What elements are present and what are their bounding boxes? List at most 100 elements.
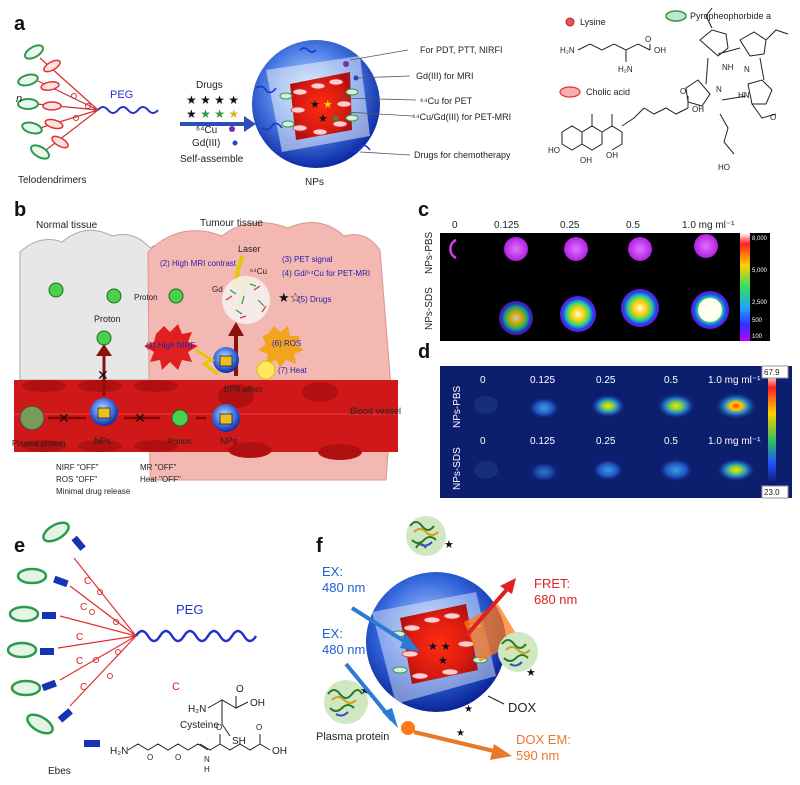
- e-cys-o: O: [236, 684, 244, 695]
- d-sds-2: [592, 459, 624, 481]
- c-scale-min: 100: [752, 334, 763, 340]
- peg-label: PEG: [110, 89, 133, 101]
- ebes-label: Ebes: [48, 766, 71, 777]
- lysine-oh: OH: [654, 46, 666, 55]
- item-pet: (3) PET signal: [282, 255, 333, 264]
- cu64-label: ⁶⁴Cu: [196, 125, 217, 136]
- panel-d: d 0 0.125 0.25 0.5 1.0 mg ml⁻¹ 0 0.125 0…: [418, 341, 792, 498]
- f-dox-em: DOX EM:: [516, 732, 571, 747]
- gd-label-b: Gd: [212, 285, 223, 294]
- d-conc-1: 0.125: [530, 375, 555, 386]
- f-fret: FRET:: [534, 576, 570, 591]
- lysine-nh2: H₂N: [618, 65, 633, 74]
- panel-f: f ★ ★ ★ ★ ★: [316, 516, 577, 763]
- item-pet-mri: (4) Gd/⁶⁴Cu for PET-MRI: [282, 269, 370, 278]
- d-sds-3: [658, 458, 694, 482]
- e-ebes-h2n: H₂N: [110, 746, 128, 757]
- c-conc-3: 0.5: [626, 220, 640, 231]
- tumour-tissue-label: Tumour tissue: [200, 218, 263, 229]
- panel-d-label: d: [418, 341, 430, 363]
- ebes-o4: O: [256, 723, 262, 732]
- callout-chemo: Drugs for chemotherapy: [414, 150, 511, 160]
- panel-c: c 0 0.125 0.25 0.5 1.0 mg ml⁻¹ NPs-PBS N…: [418, 199, 770, 341]
- drugs-label: Drugs: [196, 80, 223, 91]
- status-heat: Heat "OFF": [140, 475, 181, 484]
- heat-icon: [257, 361, 275, 379]
- drug-star-icons: ★ ★ ★ ★: [186, 93, 239, 107]
- f-dox: DOX: [508, 700, 537, 715]
- f-ex1: EX:: [322, 564, 343, 579]
- callout-pdt: For PDT, PTT, NIRFI: [420, 45, 503, 55]
- e-cys-sh: SH: [232, 736, 246, 747]
- epr-label: EPR affect: [224, 385, 263, 394]
- cholic-oh2: OH: [606, 151, 618, 160]
- d-sds-0: [474, 461, 498, 479]
- e-c-3: C: [76, 632, 83, 643]
- cu64-label-b: ⁶⁴Cu: [250, 267, 267, 276]
- cholic-icon: [560, 87, 580, 97]
- ebes-structure: [128, 734, 270, 750]
- d-sds-1: [529, 462, 559, 482]
- proton-icon-2: [107, 289, 121, 303]
- c-conc-1: 0.125: [494, 220, 519, 231]
- ppa-n2: N: [716, 85, 722, 94]
- item-mri: (2) High MRI contrast: [160, 259, 237, 268]
- f-star-free-2: ★: [456, 728, 465, 739]
- proton-np-vessel-icon: [172, 410, 188, 426]
- c-pbs-4: [694, 234, 718, 258]
- d-conc-3: 0.5: [664, 375, 678, 386]
- f-fret-nm: 680 nm: [534, 592, 577, 607]
- block-x-3: ✕: [97, 367, 109, 383]
- f-star-free-1: ★: [464, 704, 473, 715]
- panel-b: b Normal tissue Tumour tissue Blood vess…: [12, 199, 401, 496]
- proton-label-normal: Proton: [94, 314, 121, 324]
- self-assemble-label: Self-assemble: [180, 154, 244, 165]
- f-dox-pointer: [488, 696, 504, 704]
- ppa-icon: [666, 11, 686, 21]
- proton-icon-1: [49, 283, 63, 297]
- e-nodes: [90, 590, 121, 679]
- blood-vessel-label: Blood vessel: [350, 406, 401, 416]
- proton-label-tumour: Proton: [134, 293, 158, 302]
- svg-text:★: ★: [438, 655, 448, 667]
- d-pbs-1: [528, 397, 560, 419]
- telodendrimer-fan: [17, 43, 158, 162]
- panel-f-label: f: [316, 535, 323, 557]
- status-nirf: NIRF "OFF": [56, 463, 99, 472]
- item-heat: (7) Heat: [278, 366, 308, 375]
- panel-a-label: a: [14, 13, 26, 35]
- e-cys-oh: OH: [250, 698, 265, 709]
- e-peg-chain: [136, 631, 256, 641]
- svg-text:★ ★: ★ ★: [310, 99, 333, 111]
- block-x-2: ✕: [134, 410, 146, 426]
- lysine-h2n: H₂N: [560, 46, 575, 55]
- cholic-oh3: OH: [692, 105, 704, 114]
- f-dox-spot: [401, 721, 415, 735]
- d-pbs-0: [474, 396, 498, 414]
- lysine-structure: [578, 44, 650, 62]
- nps-label-b1: NPs: [94, 436, 112, 446]
- plasma-protein-label-b: Plasma protein: [12, 439, 65, 448]
- gd-label: Gd(III): [192, 138, 220, 149]
- lysine-label: Lysine: [580, 17, 606, 27]
- f-star-right: ★: [526, 667, 536, 679]
- block-x-1: ✕: [58, 410, 70, 426]
- c-pbs-1: [504, 237, 528, 261]
- ebes-n: N: [204, 755, 210, 764]
- d-pbs-3: [656, 393, 696, 419]
- d-conc-1b: 0.125: [530, 436, 555, 447]
- cholic-o: O: [680, 87, 686, 96]
- disassembled-np: [222, 276, 270, 324]
- panel-e: e C C C C C PEG C H₂N: [8, 519, 287, 777]
- item-nirf: (1) High NIRF: [146, 341, 195, 350]
- e-c-2: C: [80, 602, 87, 613]
- proton-icon-3: [97, 331, 111, 345]
- c-color-scale: [740, 233, 750, 341]
- c-row-sds: NPs-SDS: [424, 287, 435, 330]
- n-label: n: [16, 93, 22, 105]
- d-row-sds: NPs-SDS: [452, 447, 463, 490]
- f-ex2-nm: 480 nm: [322, 642, 365, 657]
- ebes-o3: O: [216, 723, 222, 732]
- ppa-n1: N: [744, 65, 750, 74]
- cysteine-label: Cysteine: [180, 720, 219, 731]
